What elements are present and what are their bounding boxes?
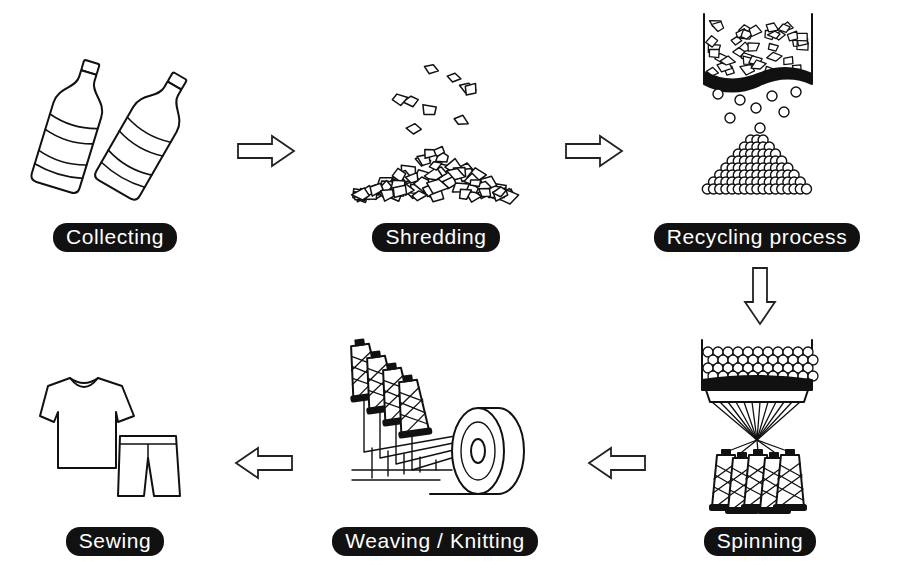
flake xyxy=(766,23,778,32)
flake xyxy=(493,187,507,197)
pellet xyxy=(751,103,761,113)
warp-thread xyxy=(435,460,436,470)
flake xyxy=(447,73,461,82)
flake xyxy=(370,183,383,196)
flake xyxy=(733,48,745,57)
flake xyxy=(405,173,418,183)
thread xyxy=(728,402,757,440)
flake xyxy=(381,190,394,202)
process-stage: Sewing xyxy=(28,370,202,556)
process-stage: Spinning xyxy=(690,340,830,556)
spinning-machine xyxy=(702,340,818,513)
flake xyxy=(423,105,436,115)
thread xyxy=(752,402,757,440)
loom xyxy=(343,338,524,494)
flake xyxy=(712,22,724,32)
process-stage: Collecting xyxy=(28,50,202,252)
thread xyxy=(757,402,792,440)
step-label: Sewing xyxy=(66,527,164,556)
flake xyxy=(479,189,491,197)
shredded-flakes xyxy=(352,65,519,204)
thread xyxy=(736,402,757,440)
pellet xyxy=(755,123,765,133)
flake xyxy=(406,124,421,134)
flow-arrow xyxy=(566,136,622,166)
pellet xyxy=(779,107,789,117)
flake xyxy=(352,188,370,200)
flake xyxy=(392,94,408,105)
flake xyxy=(749,25,762,36)
flow-arrow xyxy=(236,448,292,478)
thread xyxy=(712,402,757,440)
thread xyxy=(757,402,776,440)
bottles xyxy=(30,55,202,202)
flow-arrow xyxy=(745,268,775,324)
pellet xyxy=(713,89,723,99)
thread xyxy=(744,402,757,440)
thread xyxy=(757,402,800,440)
warp-thread xyxy=(371,448,372,478)
process-stage: Recycling process xyxy=(646,15,868,252)
flake xyxy=(412,191,427,201)
flake xyxy=(768,44,778,52)
flake xyxy=(751,60,766,69)
flake xyxy=(427,179,449,194)
pellet xyxy=(802,184,812,194)
flake xyxy=(767,52,782,61)
flake xyxy=(784,57,793,65)
flake xyxy=(460,189,472,199)
flake xyxy=(748,43,760,51)
warp-thread xyxy=(403,454,404,474)
flake xyxy=(425,150,436,159)
pellet xyxy=(725,113,735,123)
flake xyxy=(393,185,406,197)
flake xyxy=(425,65,439,74)
clothes xyxy=(40,378,180,496)
pellet xyxy=(791,87,801,97)
pellet xyxy=(735,95,745,105)
process-stage: Shredding xyxy=(330,50,542,252)
process-stage: Weaving / Knitting xyxy=(326,370,544,556)
flake xyxy=(429,162,442,170)
flake xyxy=(778,24,790,32)
pellet xyxy=(767,91,777,101)
step-label: Weaving / Knitting xyxy=(332,527,538,556)
recycling-hopper xyxy=(702,14,812,194)
step-label: Spinning xyxy=(704,527,817,556)
flake xyxy=(706,36,718,47)
flake xyxy=(470,180,481,186)
flake xyxy=(787,31,797,41)
weft-thread xyxy=(352,470,452,480)
thread xyxy=(720,402,757,440)
flake xyxy=(768,31,781,38)
thread xyxy=(757,402,784,440)
flake xyxy=(454,115,468,124)
flake xyxy=(709,49,719,57)
flow-arrow xyxy=(589,448,645,478)
flake xyxy=(720,56,735,65)
flow-arrow xyxy=(238,136,294,166)
flake xyxy=(447,168,465,179)
step-label: Shredding xyxy=(372,223,499,252)
step-label: Recycling process xyxy=(654,223,861,252)
flake xyxy=(465,83,476,95)
step-label: Collecting xyxy=(53,223,177,252)
warp-thread xyxy=(387,451,388,476)
